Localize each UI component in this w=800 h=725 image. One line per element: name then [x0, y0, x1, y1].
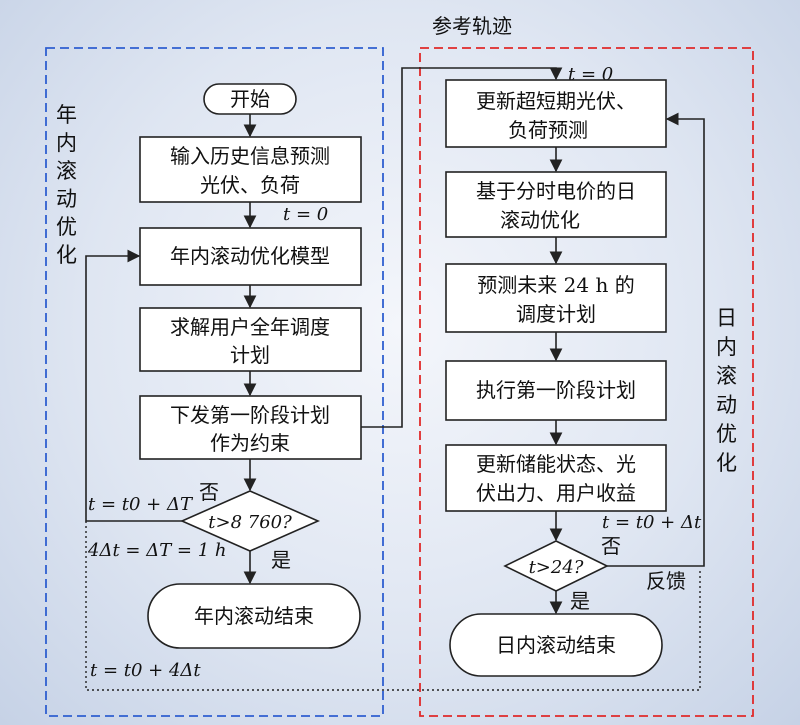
svg-text:化: 化 [716, 451, 737, 475]
forecast-24h-line2: 调度计划 [516, 302, 596, 326]
svg-text:日: 日 [716, 306, 737, 330]
update-forecast-line2: 负荷预测 [508, 118, 588, 142]
input-history-line1: 输入历史信息预测 [170, 144, 330, 168]
intraday-loop-label: t = t0 + Δt [602, 512, 702, 533]
tou-optimization-line2: 滚动优化 [500, 208, 580, 232]
annual-yes-label: 是 [271, 548, 291, 572]
dispatch-constraint-line2: 作为约束 [210, 431, 290, 455]
annual-group-frame [45, 47, 384, 717]
annual-t0-label: t = 0 [283, 204, 328, 225]
svg-text:优: 优 [56, 215, 77, 239]
svg-text:年: 年 [56, 103, 77, 127]
intraday-end-label: 日内滚动结束 [496, 633, 616, 657]
svg-text:内: 内 [716, 335, 737, 359]
intraday-no-label: 否 [601, 534, 621, 558]
annual-loop-label: t = t0 + ΔT [88, 494, 194, 515]
input-history-line2: 光伏、负荷 [200, 173, 300, 197]
solve-plan-line1: 求解用户全年调度 [170, 315, 330, 339]
annual-no-label: 否 [199, 480, 219, 504]
annual-step-note: 4Δt = ΔT = 1 h [87, 540, 227, 561]
dispatch-constraint-line1: 下发第一阶段计划 [170, 403, 330, 427]
svg-text:内: 内 [56, 131, 77, 155]
annual-side-label: 年 内 滚 动 优 化 [56, 103, 77, 267]
start-label: 开始 [230, 87, 270, 111]
bottom-loop-label: t = t0 + 4Δt [90, 660, 201, 681]
reference-trajectory-label: 参考轨迹 [432, 14, 512, 38]
update-state-line1: 更新储能状态、光 [476, 452, 636, 476]
intraday-decision-label: t>24? [529, 557, 584, 578]
annual-decision-label: t>8 760? [208, 512, 292, 533]
svg-text:动: 动 [56, 187, 77, 211]
annual-end-label: 年内滚动结束 [194, 604, 314, 628]
annual-end-node [147, 583, 361, 649]
forecast-24h-line1: 预测未来 24 h 的 [477, 273, 634, 297]
svg-text:滚: 滚 [56, 159, 77, 183]
execute-plan-label: 执行第一阶段计划 [476, 378, 636, 402]
dispatch-constraint-box [139, 395, 362, 460]
update-state-line2: 伏出力、用户收益 [476, 481, 636, 505]
input-history-box [139, 136, 362, 203]
intraday-yes-label: 是 [570, 589, 590, 613]
svg-text:优: 优 [716, 422, 737, 446]
intraday-end-node [449, 613, 663, 677]
intraday-side-label: 日 内 滚 动 优 化 [716, 306, 737, 475]
feedback-label: 反馈 [646, 569, 686, 593]
update-forecast-line1: 更新超短期光伏、 [476, 89, 636, 113]
svg-text:化: 化 [56, 243, 77, 267]
svg-text:滚: 滚 [716, 364, 737, 388]
tou-optimization-line1: 基于分时电价的日 [476, 179, 636, 203]
svg-text:动: 动 [716, 393, 737, 417]
intraday-group-frame [419, 47, 754, 717]
bottom-loop-line [85, 521, 701, 691]
annual-model-label: 年内滚动优化模型 [170, 244, 330, 268]
update-state-box [445, 444, 667, 512]
forecast-24h-box [445, 263, 667, 333]
execute-plan-box [445, 360, 667, 421]
solve-plan-line2: 计划 [230, 343, 270, 367]
